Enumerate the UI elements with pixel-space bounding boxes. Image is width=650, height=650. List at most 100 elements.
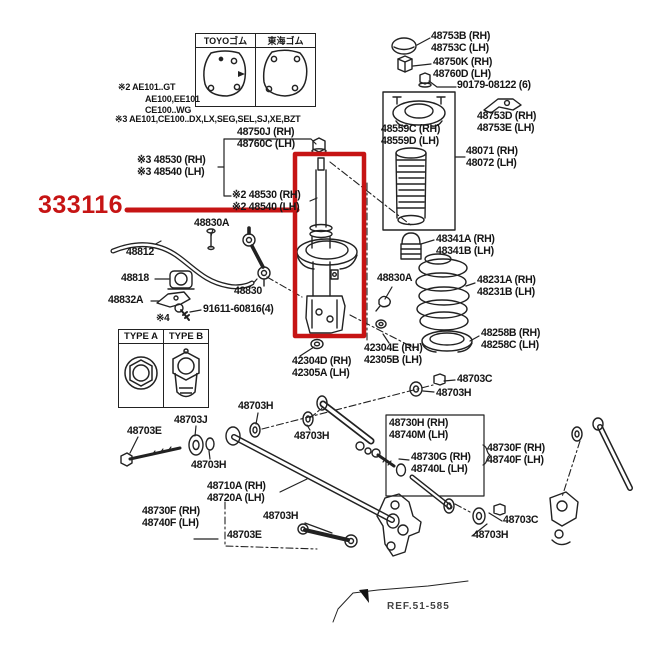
highlight-group (124, 151, 367, 339)
part-label-91611-60816: 91611-60816(4) (203, 303, 274, 316)
part-label-line: 48753D (RH) (477, 110, 537, 122)
part-label-line: 48703E (127, 425, 162, 437)
part-label-line: 48341B (LH) (436, 244, 494, 257)
part-label-line: 48720A (LH) (207, 491, 265, 504)
part-label-line: 48703H (191, 459, 227, 471)
part-label-line: 48830A (377, 272, 413, 284)
part-label-line: 48740F (LH) (142, 516, 199, 529)
part-label-line: 48812 (126, 246, 154, 258)
type-table-header-a: TYPE A (118, 329, 164, 344)
gasket-drawing-tokai (262, 49, 308, 97)
part-label-48703E-left: 48703E (127, 425, 162, 438)
cap-icon (391, 37, 417, 55)
part-label-line: 48818 (121, 272, 149, 284)
part-label-line: 48258B (RH) (481, 327, 541, 339)
note-line-3: CE100..WG (145, 105, 192, 115)
part-label-48830A-right: 48830A (377, 272, 413, 285)
type-table-note: ※4 (156, 313, 170, 324)
part-label-48703H-b: 48703H (191, 459, 227, 472)
type-table-cell-a (118, 343, 164, 408)
part-label-line: 48703H (473, 529, 509, 541)
part-label-42304E: 42304E (RH)42305B (LH) (364, 342, 423, 366)
part-label-48832A: 48832A (108, 294, 144, 307)
strut-drawing (296, 137, 358, 334)
part-label-line: 48071 (RH) (466, 145, 518, 157)
part-label-line: ※2 48540 (LH) (232, 200, 300, 213)
part-label-48730H: 48730H (RH)48740M (LH) (389, 417, 449, 441)
rubber-table-cell-tokai (255, 47, 316, 107)
part-label-48818: 48818 (121, 272, 149, 285)
part-label-48750K: 48750K (RH)48760D (LH) (433, 56, 492, 80)
part-label-90179-08122: 90179-08122 (6) (457, 79, 531, 92)
hardware-icons-top (391, 37, 522, 114)
part-label-line: 48753E (LH) (477, 121, 535, 134)
part-label-48830: 48830 (234, 285, 262, 298)
stabilizer-link-drawing (242, 226, 271, 287)
part-label-line: 91611-60816(4) (203, 303, 274, 315)
part-label-48231A: 48231A (RH)48231B (LH) (477, 274, 536, 298)
part-label-line: 48760D (LH) (433, 67, 491, 80)
hardware-icons-middle (310, 295, 446, 397)
spring-seat-drawing (421, 330, 473, 353)
strut-nut-icon (312, 137, 326, 153)
part-label-line: 48703E (227, 529, 262, 541)
bushing-icon (167, 270, 195, 290)
small-nut-icon (419, 72, 431, 85)
part-label-line: 48703H (238, 400, 274, 412)
part-label-48703H-e: 48703H (473, 529, 509, 542)
part-label-line: 48740F (LH) (487, 453, 544, 466)
part-label-line: 48072 (LH) (466, 156, 517, 169)
nut-icon-bottom (493, 503, 506, 516)
body-outline-drawing (332, 580, 469, 623)
part-label-line: 48559D (LH) (381, 134, 439, 147)
part-label-line: 48753B (RH) (431, 30, 491, 42)
note-line-1: ※2 AE101..GT (118, 82, 176, 92)
bracket-clamp-icon (156, 291, 191, 308)
note-line-4: ※3 AE101,CE100..DX,LX,SEG,SEL,SJ,XE,BZT (115, 114, 301, 124)
coil-spring-drawing (415, 253, 470, 331)
stabilizer-bar-drawing (110, 226, 271, 321)
pointer-arrow-icon (359, 589, 369, 603)
part-label-line: 48703H (263, 510, 299, 522)
part-label-48703H-c: 48703H (294, 430, 330, 443)
note-line-2: AE100,EE101 (145, 94, 200, 104)
part-label-42304D: 42304D (RH)42305A (LH) (292, 355, 351, 379)
part-label-line: 48740L (LH) (411, 462, 468, 475)
part-label-line: 48703C (457, 373, 493, 385)
reference-note: REF.51-585 (387, 601, 450, 609)
part-label-48812: 48812 (126, 246, 154, 259)
part-label-line: 48753C (LH) (431, 41, 489, 54)
part-label-48071: 48071 (RH)48072 (LH) (466, 145, 518, 169)
part-label-48703H-a: 48703H (238, 400, 274, 413)
lateral-arm-drawing (120, 395, 633, 548)
nut-type-b-drawing (172, 348, 200, 398)
part-label-line: 48760C (LH) (237, 137, 295, 150)
part-label-line: 48730F (RH) (142, 505, 200, 517)
part-label-line: 42305B (LH) (364, 353, 422, 366)
part-label-line: 48750J (RH) (237, 126, 295, 138)
part-label-48750J: 48750J (RH)48760C (LH) (237, 126, 295, 150)
bracket-icon (483, 98, 522, 114)
part-label-line: 48341A (RH) (436, 233, 495, 245)
part-label-line: 48231B (LH) (477, 285, 535, 298)
highlighted-part-code: 333116 (38, 191, 124, 219)
highlight-box (292, 151, 367, 339)
knuckle-drawing (376, 491, 579, 557)
nut-icon-48703c (433, 373, 446, 386)
part-label-48753D: 48753D (RH)48753E (LH) (477, 110, 537, 134)
type-table-cell-b (163, 343, 209, 408)
part-label-line: 48710A (RH) (207, 480, 266, 492)
part-label-48703C-bottomright: 48703C (503, 514, 539, 527)
part-label-line: 42305A (LH) (292, 366, 350, 379)
rubber-table-cell-toyo (195, 47, 256, 107)
type-table: TYPE A TYPE B (118, 329, 209, 408)
part-label-line: 90179-08122 (6) (457, 79, 531, 91)
part-label-48730F-bottomleft: 48730F (RH)48740F (LH) (142, 505, 200, 529)
part-label-line: 48231A (RH) (477, 274, 536, 286)
bolt-icon-48730g (371, 448, 396, 468)
part-label-48530-3: ※3 48530 (RH)※3 48540 (LH) (137, 154, 206, 178)
dust-boot-drawing (395, 147, 427, 226)
part-label-line: 42304E (RH) (364, 342, 423, 354)
part-label-line: 48740M (LH) (389, 428, 449, 441)
